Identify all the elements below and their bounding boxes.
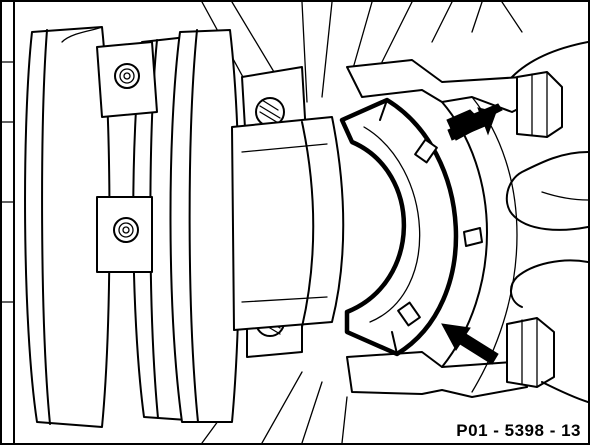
frame-edge (2, 2, 15, 443)
arrow-icon (441, 323, 499, 365)
hex-bolt-upper (516, 71, 563, 138)
bolt-head-icon (113, 217, 139, 243)
crank-web-center (132, 29, 241, 423)
crankshaft-journal (231, 116, 345, 331)
threaded-hole-icon (255, 97, 285, 127)
arrow-icon (446, 103, 503, 141)
crank-web-left (24, 26, 111, 428)
bolt-head-icon (114, 63, 140, 89)
thrust-washer-half-ring (339, 97, 483, 357)
mechanic-hand (505, 41, 588, 403)
hex-bolt-lower (506, 317, 555, 388)
figure-reference-code: P01 - 5398 - 13 (453, 421, 584, 441)
